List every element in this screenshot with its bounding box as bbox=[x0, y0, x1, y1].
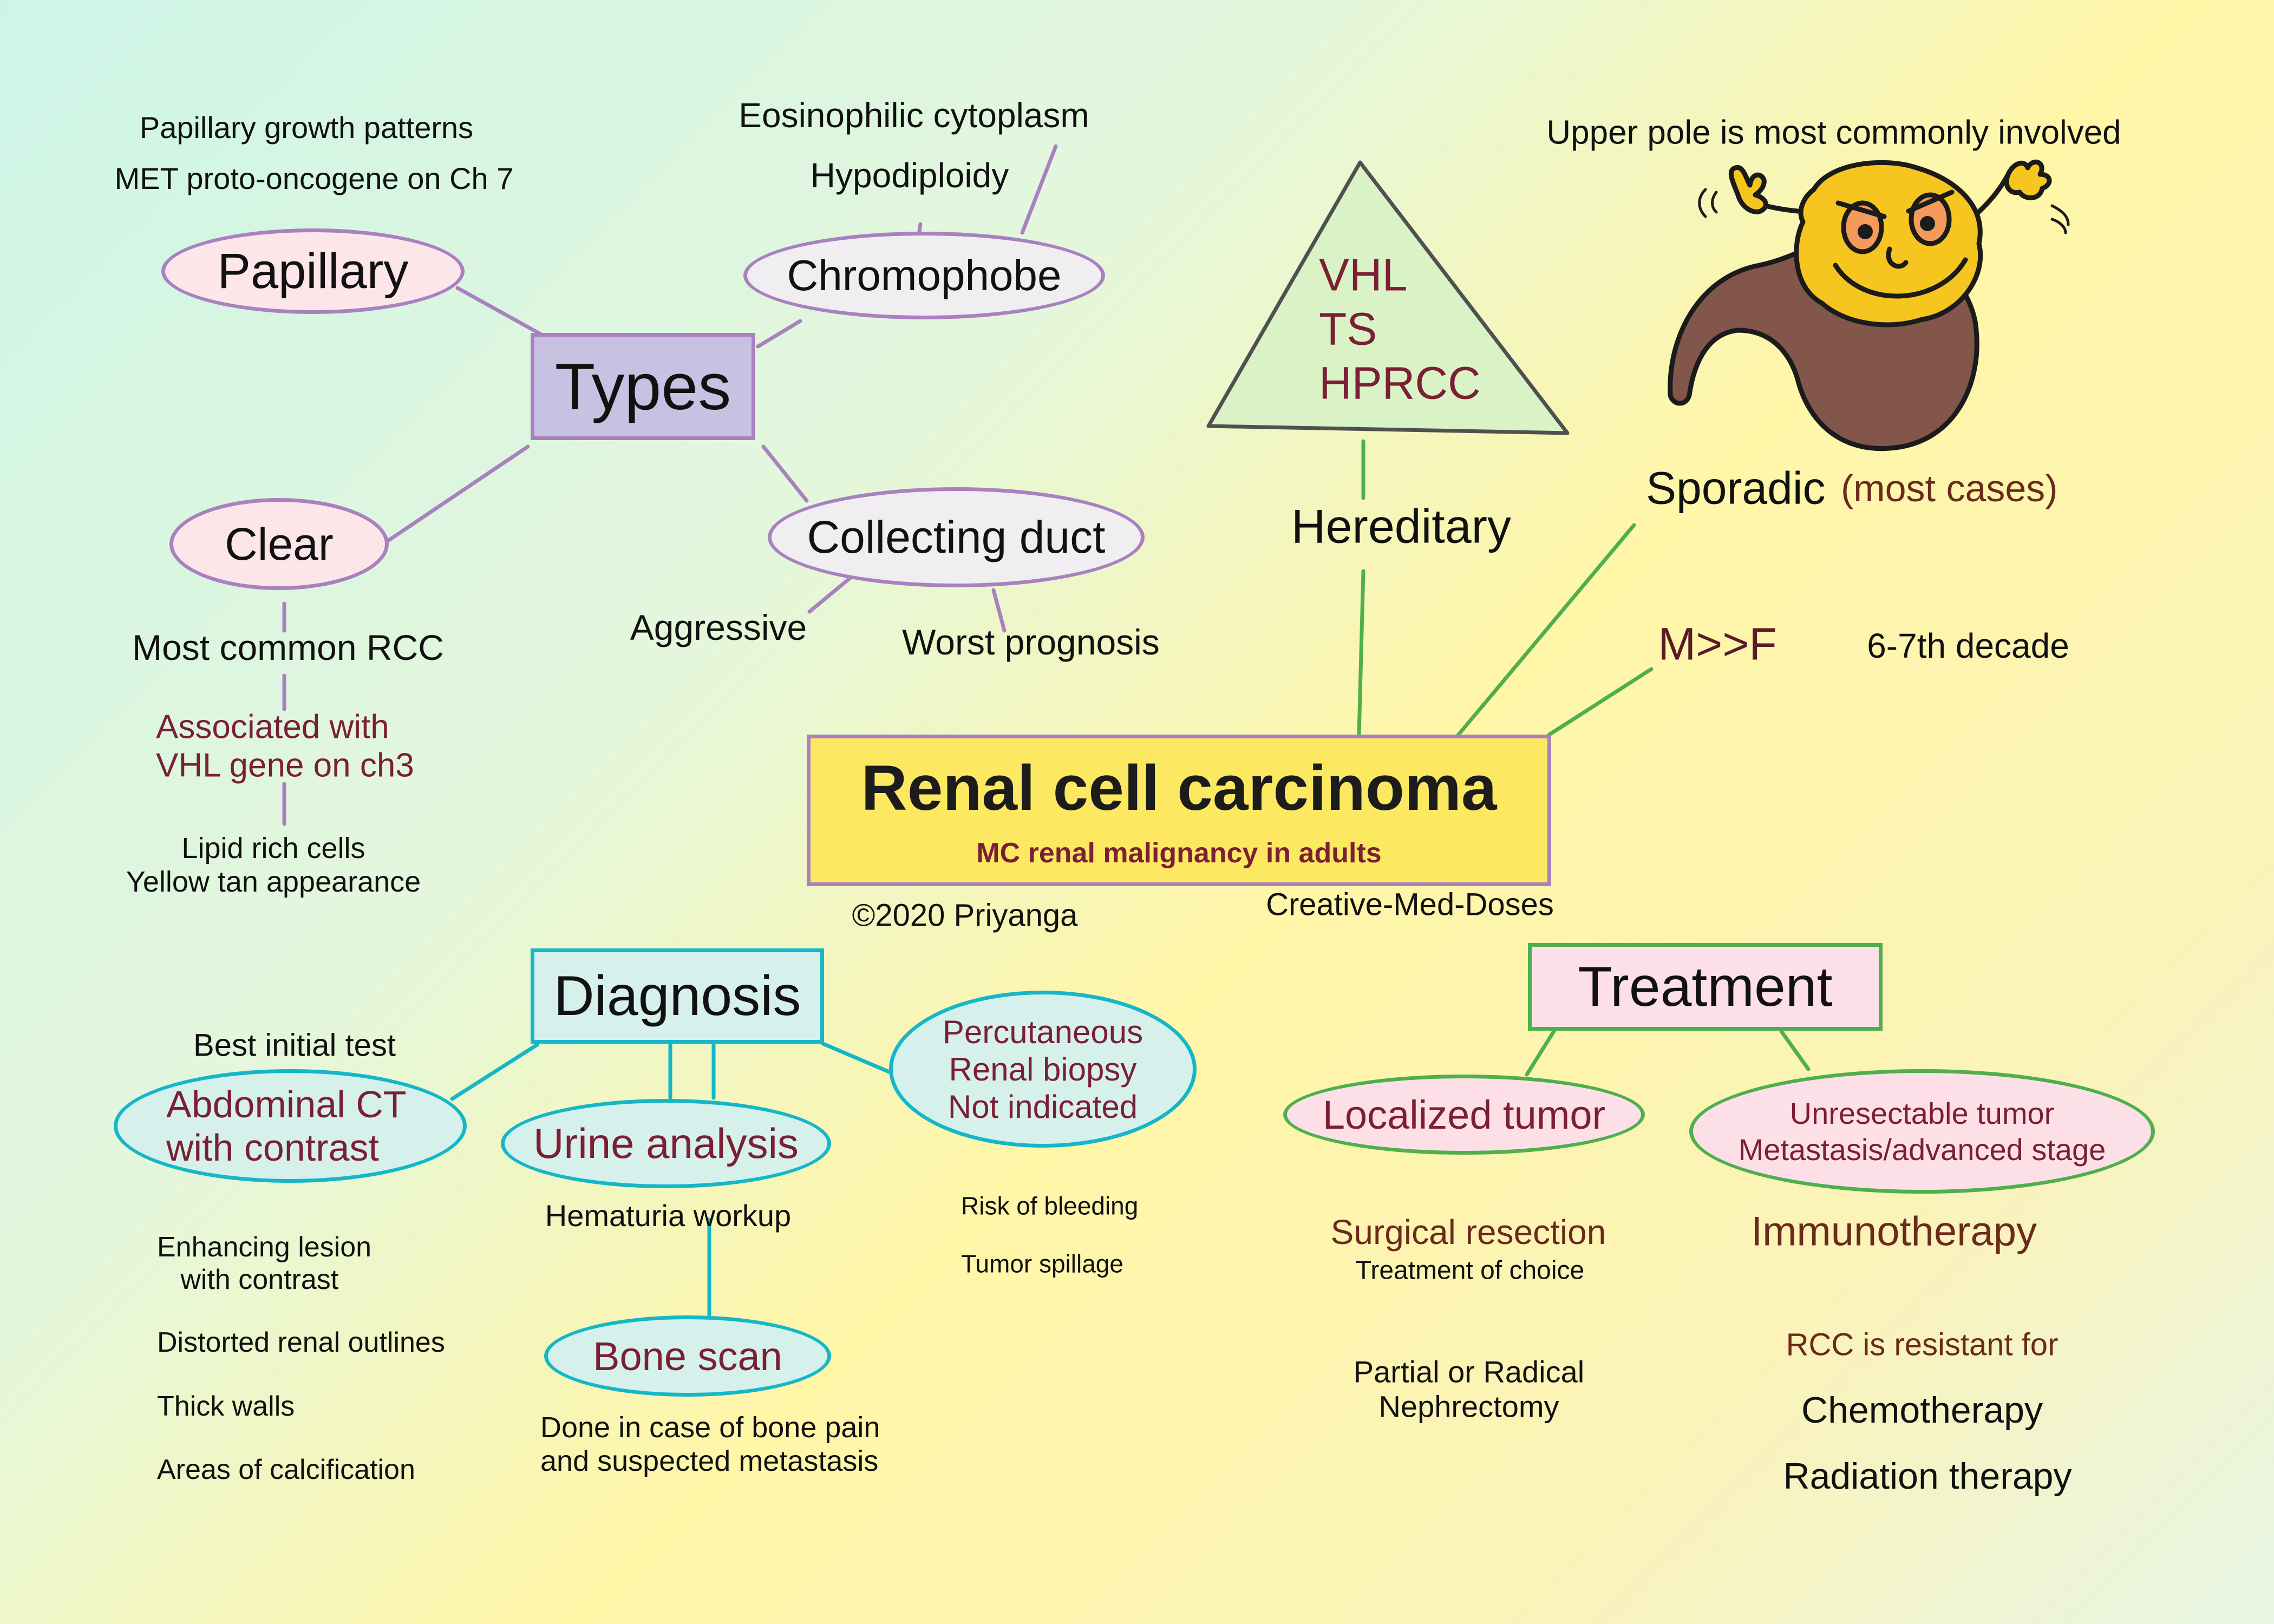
papillary-label: Papillary bbox=[217, 243, 409, 299]
collecting-duct-node[interactable]: Collecting duct bbox=[768, 487, 1145, 587]
sporadic-upper-pole-note: Upper pole is most commonly involved bbox=[1546, 114, 2121, 152]
bone-scan-note: Done in case of bone pain and suspected … bbox=[540, 1411, 880, 1477]
biopsy-reason-bleeding: Risk of bleeding bbox=[961, 1191, 1139, 1220]
surgical-resection: Surgical resection bbox=[1330, 1213, 1606, 1252]
papillary-note-growth: Papillary growth patterns bbox=[139, 110, 474, 145]
sex-ratio: M>>F bbox=[1658, 618, 1777, 670]
advanced-tumor-node[interactable]: Unresectable tumor Metastasis/advanced s… bbox=[1689, 1069, 2155, 1194]
source-note: Creative-Med-Doses bbox=[1266, 887, 1554, 922]
clear-note-most-common: Most common RCC bbox=[132, 627, 444, 668]
bone-scan-node[interactable]: Bone scan bbox=[544, 1315, 831, 1397]
ct-header: Best initial test bbox=[193, 1027, 396, 1063]
collecting-duct-label: Collecting duct bbox=[807, 512, 1106, 562]
ct-finding-calcification: Areas of calcification bbox=[157, 1454, 415, 1486]
immunotherapy: Immunotherapy bbox=[1750, 1208, 2037, 1255]
surgical-resection-note: Treatment of choice bbox=[1355, 1256, 1585, 1285]
urine-label: Urine analysis bbox=[533, 1119, 799, 1167]
biopsy-node[interactable]: Percutaneous Renal biopsy Not indicated bbox=[889, 991, 1197, 1148]
treatment-box[interactable]: Treatment bbox=[1528, 943, 1883, 1031]
chromophobe-note-eosinophilic: Eosinophilic cytoplasm bbox=[739, 96, 1089, 135]
chromophobe-label: Chromophobe bbox=[787, 251, 1062, 299]
biopsy-label: Percutaneous Renal biopsy Not indicated bbox=[942, 1013, 1143, 1125]
chromophobe-node[interactable]: Chromophobe bbox=[743, 232, 1105, 319]
collecting-duct-note-prognosis: Worst prognosis bbox=[902, 622, 1160, 663]
age-decade: 6-7th decade bbox=[1867, 626, 2069, 666]
resistant-radiation: Radiation therapy bbox=[1783, 1455, 2072, 1497]
ct-node[interactable]: Abdominal CT with contrast bbox=[114, 1069, 467, 1183]
ct-finding-thick: Thick walls bbox=[157, 1391, 295, 1423]
ct-finding-distorted: Distorted renal outlines bbox=[157, 1327, 445, 1359]
copyright-note: ©2020 Priyanga bbox=[852, 898, 1078, 933]
localized-tumor-node[interactable]: Localized tumor bbox=[1283, 1075, 1645, 1155]
sporadic-label: Sporadic bbox=[1646, 462, 1826, 514]
collecting-duct-note-aggressive: Aggressive bbox=[630, 607, 807, 648]
clear-node[interactable]: Clear bbox=[169, 498, 389, 590]
urine-note: Hematuria workup bbox=[545, 1198, 792, 1233]
papillary-note-met: MET proto-oncogene on Ch 7 bbox=[114, 161, 514, 195]
biopsy-reason-spillage: Tumor spillage bbox=[961, 1249, 1123, 1278]
kidney-mascot-icon bbox=[1668, 159, 2070, 451]
central-box[interactable]: Renal cell carcinoma MC renal malignancy… bbox=[807, 735, 1551, 886]
syndrome-hprcc: HPRCC bbox=[1319, 357, 1481, 409]
resistant-chemotherapy: Chemotherapy bbox=[1801, 1389, 2043, 1431]
hereditary-triangle bbox=[1206, 160, 1570, 435]
syndrome-vhl: VHL bbox=[1319, 249, 1408, 300]
localized-tumor-label: Localized tumor bbox=[1322, 1092, 1606, 1137]
advanced-tumor-label: Unresectable tumor Metastasis/advanced s… bbox=[1738, 1096, 2106, 1167]
types-title: Types bbox=[554, 350, 731, 423]
treatment-title: Treatment bbox=[1578, 955, 1833, 1018]
central-title: Renal cell carcinoma bbox=[861, 752, 1497, 824]
bone-scan-label: Bone scan bbox=[593, 1333, 782, 1379]
sporadic-qualifier: (most cases) bbox=[1841, 467, 2058, 509]
resistance-header: RCC is resistant for bbox=[1786, 1327, 2059, 1363]
urine-node[interactable]: Urine analysis bbox=[501, 1099, 831, 1188]
diagnosis-title: Diagnosis bbox=[553, 964, 801, 1027]
clear-note-lipid: Lipid rich cells Yellow tan appearance bbox=[126, 831, 421, 898]
diagnosis-box[interactable]: Diagnosis bbox=[531, 948, 824, 1044]
papillary-node[interactable]: Papillary bbox=[161, 228, 465, 314]
clear-label: Clear bbox=[225, 518, 334, 569]
syndrome-ts: TS bbox=[1319, 303, 1377, 355]
ct-finding-enhancing: Enhancing lesion with contrast bbox=[157, 1232, 372, 1295]
central-subtitle: MC renal malignancy in adults bbox=[976, 837, 1382, 869]
clear-note-vhl: Associated with VHL gene on ch3 bbox=[156, 708, 414, 784]
hereditary-label: Hereditary bbox=[1291, 499, 1511, 553]
nephrectomy-procedure: Partial or Radical Nephrectomy bbox=[1353, 1354, 1585, 1424]
chromophobe-note-hypodiploidy: Hypodiploidy bbox=[810, 156, 1009, 195]
types-box[interactable]: Types bbox=[531, 333, 755, 440]
ct-label: Abdominal CT with contrast bbox=[166, 1083, 407, 1169]
